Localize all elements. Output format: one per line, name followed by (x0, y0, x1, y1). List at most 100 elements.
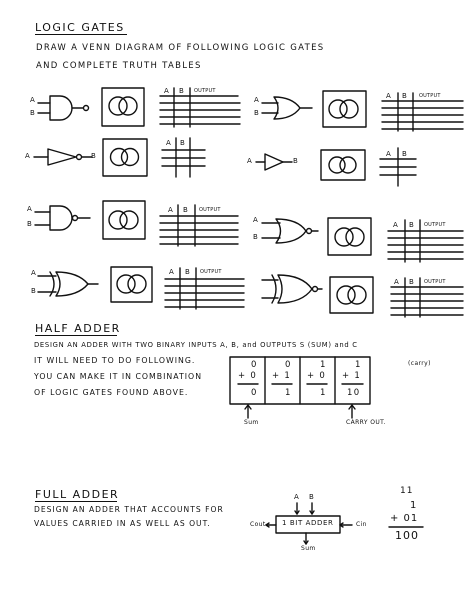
full-adder-line-1: DESIGN AN ADDER THAT ACCOUNTS FOR (34, 505, 224, 514)
logic-gates-instruction-2: AND COMPLETE TRUTH TABLES (36, 61, 202, 71)
truth-table-or (381, 92, 464, 132)
sum-3-add: + 0 (307, 371, 327, 381)
buffer-output-b: B (293, 157, 298, 165)
or-input-a: A (254, 96, 259, 104)
sum-3-top: 1 (320, 360, 327, 370)
buffer-gate-icon (255, 153, 293, 171)
sum-2-top: 0 (285, 360, 292, 370)
nand-table-header-a: A (168, 206, 173, 214)
truth-table-nand (159, 204, 239, 247)
xnor-gate-icon (261, 274, 323, 304)
truth-table-nor (387, 219, 464, 263)
full-adder-input-b: B (309, 493, 314, 501)
example-add: + 01 (390, 513, 419, 524)
buffer-table-header-a: A (386, 150, 391, 158)
half-adder-line-2: IT WILL NEED TO DO FOLLOWING. (34, 356, 196, 365)
xor-input-a: A (31, 269, 36, 277)
full-adder-line-2: VALUES CARRIED IN AS WELL AS OUT. (34, 519, 211, 528)
xnor-table-header-output: OUTPUT (424, 279, 446, 285)
sum-arrow (244, 404, 252, 419)
xnor-table-header-a: A (394, 278, 399, 286)
half-adder-line-4: OF LOGIC GATES FOUND ABOVE. (34, 388, 189, 397)
xor-table-header-b: B (185, 268, 190, 276)
sum-2-add: + 1 (272, 371, 292, 381)
sum-1-add: + 0 (238, 371, 258, 381)
half-adder-carry-note: (carry) (408, 360, 431, 367)
venn-box-nor (327, 217, 372, 256)
full-adder-cin-label: Cin (356, 521, 367, 528)
sum-4-top: 1 (355, 360, 362, 370)
half-adder-line-3: YOU CAN MAKE IT IN COMBINATION (34, 372, 203, 381)
xor-gate-icon (37, 271, 99, 297)
full-adder-cout-label: Cout (250, 521, 266, 528)
full-adder-sum-label: Sum (301, 545, 316, 552)
and-gate-icon (37, 95, 90, 121)
and-table-header-output: OUTPUT (194, 88, 216, 94)
one-bit-adder-label: 1 BIT ADDER (282, 519, 334, 527)
one-bit-adder-box (265, 502, 353, 545)
nand-table-header-b: B (183, 206, 188, 214)
example-carry: 11 (400, 486, 414, 496)
half-adder-line-1: DESIGN AN ADDER WITH TWO BINARY INPUTS A… (34, 341, 358, 349)
nor-table-header-output: OUTPUT (424, 222, 446, 228)
venn-box-xor (110, 266, 153, 303)
full-adder-title: FULL ADDER (35, 488, 120, 501)
sum-4-result: 10 (347, 388, 361, 398)
half-adder-sum-label: Sum (244, 419, 259, 426)
nor-table-header-b: B (409, 221, 414, 229)
and-input-b: B (30, 109, 35, 117)
not-table-header-a: A (166, 139, 171, 147)
not-input-a: A (25, 152, 30, 160)
truth-table-not (161, 137, 206, 178)
and-table-header-b: B (179, 87, 184, 95)
example-result: 100 (395, 529, 419, 542)
xnor-table-header-b: B (409, 278, 414, 286)
sum-2-result: 1 (285, 388, 292, 398)
nor-input-a: A (253, 216, 258, 224)
not-output-b: B (91, 152, 96, 160)
sum-1-top: 0 (251, 360, 258, 370)
half-adder-carry-label: CARRY OUT. (346, 419, 386, 426)
logic-gates-underline (35, 34, 127, 36)
half-adder-sums-box (229, 356, 371, 405)
venn-box-and (101, 87, 145, 127)
truth-table-and (159, 87, 241, 128)
or-input-b: B (254, 109, 259, 117)
and-table-header-a: A (164, 87, 169, 95)
nor-input-b: B (253, 233, 258, 241)
not-gate-icon (33, 148, 93, 166)
xor-table-header-output: OUTPUT (200, 269, 222, 275)
or-table-header-output: OUTPUT (419, 93, 441, 99)
xor-table-header-a: A (169, 268, 174, 276)
venn-box-not (102, 138, 148, 177)
nand-input-b: B (27, 220, 32, 228)
xor-input-b: B (31, 287, 36, 295)
venn-box-buffer (320, 149, 366, 181)
sum-3-result: 1 (320, 388, 327, 398)
half-adder-underline (35, 335, 117, 337)
venn-box-or (322, 90, 367, 128)
full-adder-underline (35, 501, 117, 503)
buffer-table-header-b: B (402, 150, 407, 158)
full-adder-input-a: A (294, 493, 299, 501)
nand-gate-icon (34, 205, 91, 231)
nand-input-a: A (27, 205, 32, 213)
or-gate-icon (261, 96, 313, 120)
or-table-header-b: B (402, 92, 407, 100)
not-table-header-b: B (180, 139, 185, 147)
nand-table-header-output: OUTPUT (199, 207, 221, 213)
carry-arrow (348, 404, 356, 419)
and-input-a: A (30, 96, 35, 104)
nor-table-header-a: A (393, 221, 398, 229)
sum-1-result: 0 (251, 388, 258, 398)
example-top: 1 (410, 500, 418, 511)
truth-table-xnor (390, 277, 464, 318)
half-adder-title: HALF ADDER (35, 322, 121, 335)
nor-gate-icon (261, 218, 319, 244)
truth-table-xor (164, 267, 245, 310)
venn-box-xnor (329, 276, 374, 314)
sum-4-add: + 1 (342, 371, 362, 381)
logic-gates-title: LOGIC GATES (35, 21, 125, 34)
buffer-input-a: A (247, 157, 252, 165)
